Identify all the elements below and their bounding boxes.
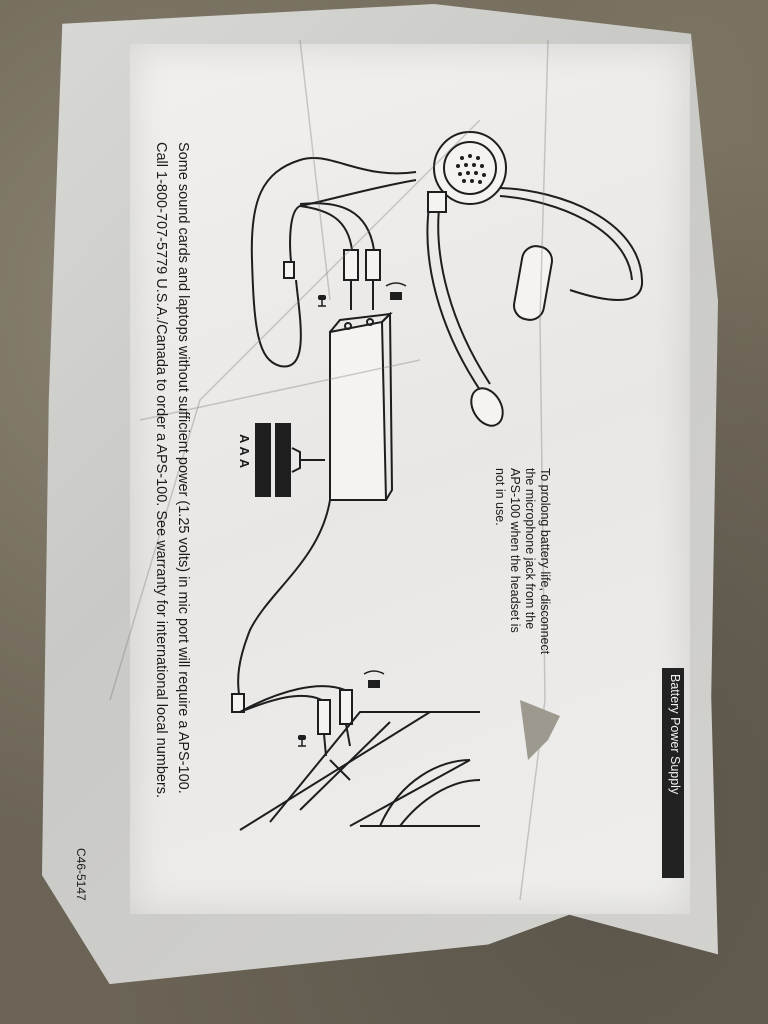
- footer-text: Some sound cards and laptops without suf…: [150, 142, 194, 798]
- title-banner: Battery Power Supply: [662, 668, 684, 878]
- note-line-4: not in use.: [493, 468, 507, 526]
- note-line-2: the microphone jack from the: [523, 468, 537, 630]
- instruction-panel: [130, 44, 690, 914]
- aaa-battery-icon: [255, 423, 325, 497]
- microphone-icon: [298, 295, 326, 747]
- headset-illustration: [426, 131, 644, 427]
- title-text: Battery Power Supply: [668, 674, 682, 795]
- sound-card-illustration: [239, 711, 481, 831]
- note-line-3: APS-100 when the headset is: [508, 468, 522, 633]
- battery-pack-illustration: [329, 311, 394, 501]
- part-code: C46-5147: [74, 848, 88, 901]
- battery-label: AAA: [237, 434, 252, 472]
- note-line-1: To prolong battery life, disconnect: [538, 468, 552, 655]
- speaker-icon: [363, 282, 407, 688]
- battery-note: To prolong battery life, disconnect the …: [492, 468, 552, 654]
- footer-line-2: Call 1-800-707-5779 U.S.A./Canada to ord…: [153, 142, 169, 799]
- headset-plugs: [343, 249, 381, 310]
- footer-line-1: Some sound cards and laptops without suf…: [175, 142, 191, 794]
